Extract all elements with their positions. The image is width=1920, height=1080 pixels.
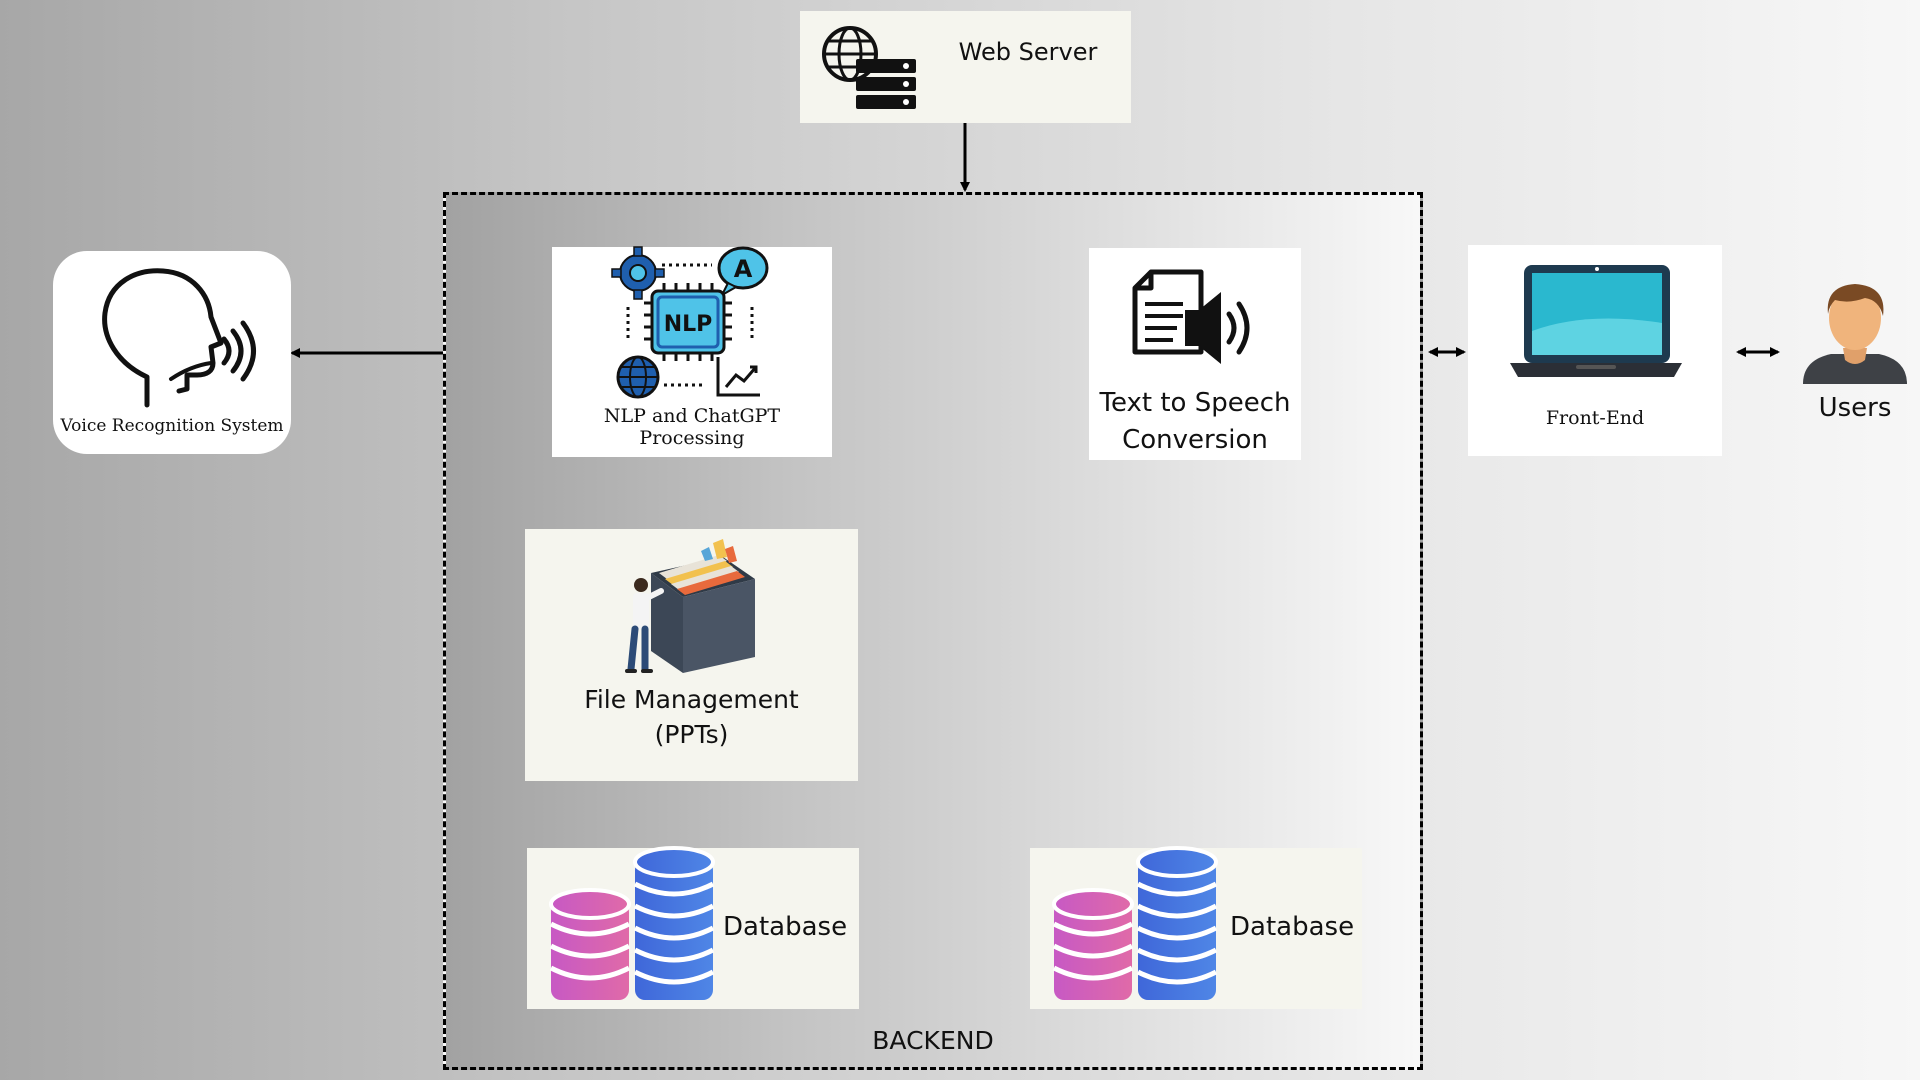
document-speaker-icon [1132,269,1250,364]
tts-label-line2: Conversion [1122,425,1268,455]
backend-label: BACKEND [872,1026,994,1055]
database-left-node: Database [527,846,859,1009]
file-management-label-line2: (PPTs) [654,720,729,749]
web-server-label: Web Server [958,38,1098,66]
user-avatar-icon [1803,284,1907,384]
database-right-label: Database [1230,912,1355,942]
front-end-node: Front-End [1468,245,1722,456]
file-cabinet-person-icon [625,539,755,673]
tts-label-line1: Text to Speech [1099,388,1291,418]
database-left-label: Database [723,912,848,942]
server-globe-icon [822,26,916,109]
nlp-processing-node: A NLP [552,246,832,457]
laptop-icon [1510,265,1682,377]
speaking-head-icon [102,268,256,408]
voice-recognition-label: Voice Recognition System [60,416,284,436]
front-end-label: Front-End [1545,407,1645,429]
users-label: Users [1818,393,1892,423]
file-management-label-line1: File Management [584,685,799,714]
nlp-processing-label: NLP and ChatGPT Processing [603,405,781,449]
voice-recognition-node: Voice Recognition System [53,251,291,454]
nlp-chip-icon: A NLP [611,246,769,399]
tts-node: Text to Speech Conversion [1089,248,1301,460]
file-management-node: File Management (PPTs) [525,529,858,781]
database-right-node: Database [1030,846,1362,1009]
database-stack-icon [549,846,715,1000]
web-server-node: Web Server [800,11,1131,123]
nlp-chip-text: NLP [664,312,713,337]
nlp-badge-text: A [734,255,753,283]
database-stack-icon [1052,846,1218,1000]
